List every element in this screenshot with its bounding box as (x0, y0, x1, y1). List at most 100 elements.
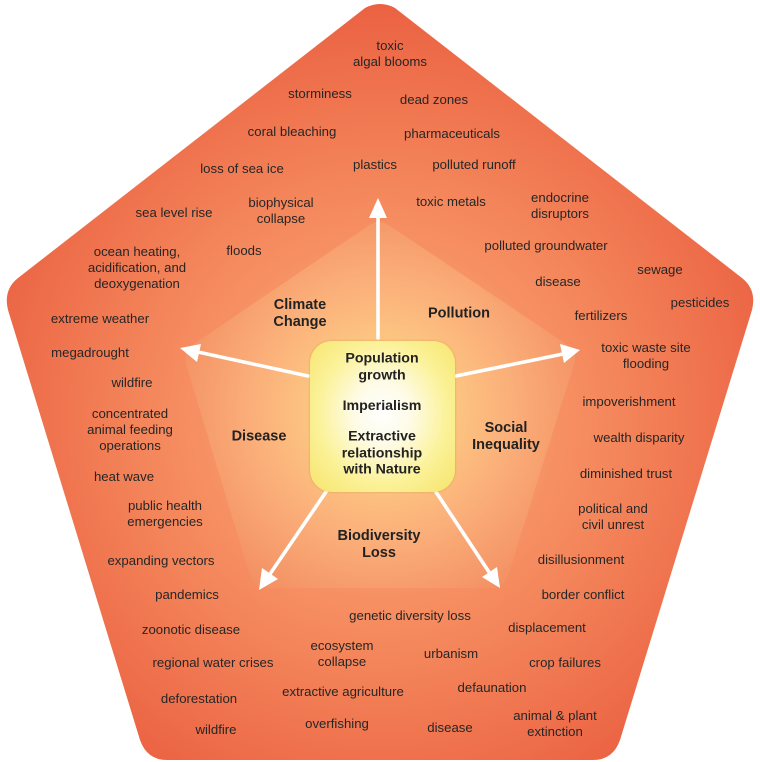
impact-label-line: deoxygenation (94, 276, 180, 291)
impact-label-line: pandemics (155, 587, 219, 602)
impact-label-line: emergencies (127, 514, 203, 529)
impact-label-line: toxic (376, 38, 404, 53)
impact-label: pandemics (155, 587, 219, 603)
impact-label: extreme weather (51, 311, 149, 327)
category-biodiversity-loss: Biodiversity Loss (338, 528, 421, 562)
impact-label-line: regional water crises (152, 655, 274, 670)
impact-label-line: diminished trust (579, 466, 673, 481)
impact-label-line: concentrated (91, 406, 169, 421)
arrow-to-biodiversity-loss (430, 484, 500, 588)
category-text-line: Change (273, 314, 327, 330)
impact-label-line: deforestation (160, 691, 238, 706)
impact-label: expanding vectors (107, 553, 214, 569)
impact-label-line: ocean heating, (93, 244, 181, 259)
core-text-line: growth (358, 367, 406, 383)
impact-label: regional water crises (153, 655, 274, 671)
impact-label: polluted runoff (432, 157, 515, 173)
impact-label-line: extractive agriculture (282, 684, 404, 699)
impact-label: disease (427, 720, 472, 736)
impact-label-line: expanding vectors (107, 553, 215, 568)
impact-label-line: dead zones (399, 92, 469, 107)
category-social-inequality: Social Inequality (472, 420, 540, 454)
impact-label-line: operations (99, 438, 161, 453)
impact-label: diminished trust (580, 466, 672, 482)
impact-label: displacement (508, 620, 586, 636)
impact-label: pharmaceuticals (404, 126, 500, 142)
impact-label-line: extinction (527, 724, 583, 739)
impact-label-line: displacement (508, 620, 586, 635)
arrow-to-pollution (369, 198, 387, 340)
impact-label: defaunation (458, 680, 527, 696)
arrow-to-disease (259, 484, 332, 590)
impact-label: wildfire (111, 375, 152, 391)
impact-label: wealth disparity (594, 430, 685, 446)
impact-label: border conflict (542, 587, 625, 603)
impact-label-line: wealth disparity (593, 430, 685, 445)
impact-label-line: animal feeding (87, 422, 173, 437)
category-text-line: Disease (231, 428, 287, 445)
impact-label: coral bleaching (248, 124, 337, 140)
impact-label-line: pesticides (670, 295, 730, 310)
core-text-line: Imperialism (342, 397, 422, 414)
impact-label-line: sewage (637, 262, 683, 277)
impact-label: zoonotic disease (142, 622, 240, 638)
impact-label-line: heat wave (93, 469, 155, 484)
impact-label-line: political and (578, 501, 648, 516)
impact-label-line: acidification, and (87, 260, 187, 275)
impact-label: toxic metals (416, 194, 486, 210)
category-text-line: Loss (362, 545, 396, 561)
impact-label: urbanism (424, 646, 478, 662)
category-text-line: Biodiversity (337, 528, 421, 544)
impact-label-line: overfishing (305, 716, 369, 731)
impact-label: disillusionment (538, 552, 625, 568)
impact-label-line: public health (127, 498, 203, 513)
impact-label-line: disease (427, 720, 473, 735)
impact-label-line: disruptors (531, 206, 589, 221)
impact-label-line: floods (226, 243, 262, 258)
core-text-line: relationship (341, 444, 423, 461)
impact-label-line: wildfire (111, 375, 153, 390)
root-cause-population-growth: Population growth (345, 351, 418, 384)
impact-label: plastics (353, 157, 397, 173)
category-text-line: Social (484, 420, 528, 436)
impact-label-line: disease (535, 274, 581, 289)
impact-label: dead zones (400, 92, 468, 108)
root-cause-imperialism: Imperialism (343, 398, 422, 415)
impact-label-line: disillusionment (537, 552, 625, 567)
category-text-line: Climate (273, 297, 327, 313)
impact-label: extractive agriculture (282, 684, 404, 700)
impact-label: loss of sea ice (200, 161, 284, 177)
impact-label-line: genetic diversity loss (349, 608, 471, 623)
impact-label: fertilizers (575, 308, 628, 324)
impact-label-line: impoverishment (582, 394, 676, 409)
impact-label-line: civil unrest (581, 517, 645, 532)
impact-label-line: collapse (317, 654, 367, 669)
impact-label: polluted groundwater (484, 238, 607, 254)
core-text-line: Extractive (348, 428, 416, 445)
category-text-line: Pollution (427, 305, 491, 322)
impact-label-line: defaunation (457, 680, 527, 695)
impact-label-line: pharmaceuticals (403, 126, 501, 141)
impact-label-line: fertilizers (574, 308, 628, 323)
impact-label: wildfire (195, 722, 236, 738)
arrow-to-climate-change (180, 344, 310, 378)
impact-label-line: polluted runoff (432, 157, 516, 172)
category-disease: Disease (232, 429, 287, 446)
impact-label: heat wave (94, 469, 154, 485)
impact-label: overfishing (305, 716, 369, 732)
impact-label-line: coral bleaching (247, 124, 337, 139)
impact-label-line: loss of sea ice (200, 161, 284, 176)
impact-label-line: wildfire (195, 722, 237, 737)
impact-label-line: toxic waste site (601, 340, 691, 355)
impact-label-line: polluted groundwater (484, 238, 608, 253)
impact-label-line: extreme weather (50, 311, 150, 326)
impact-label-line: biophysical (248, 195, 314, 210)
arrow-to-social-inequality (454, 344, 580, 378)
root-causes-box (310, 341, 455, 492)
